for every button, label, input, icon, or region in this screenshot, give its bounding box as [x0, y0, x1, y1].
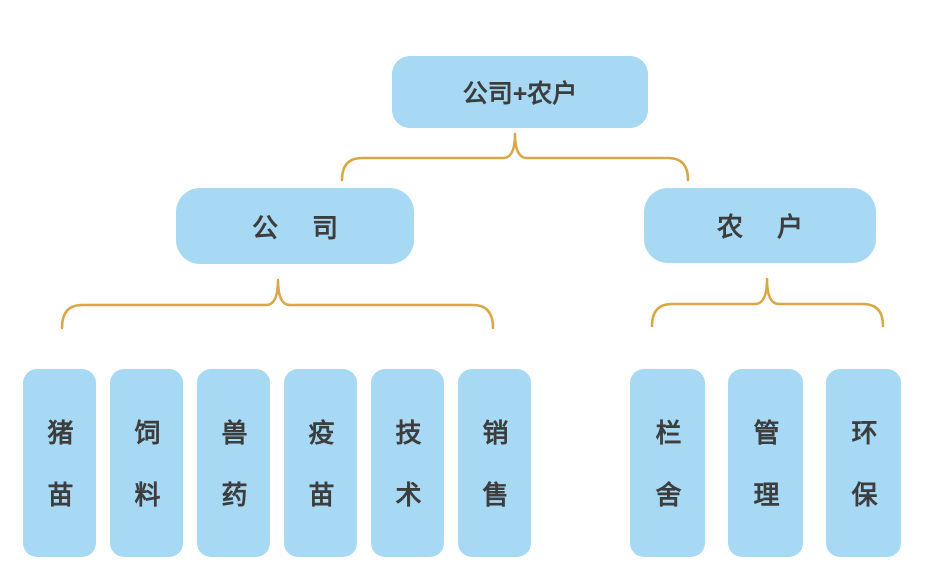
leaf-management-label: 管理 [750, 419, 780, 543]
leaf-veterinary-medicine-label: 兽药 [218, 419, 248, 543]
node-farmer-label: 农户 [716, 212, 837, 242]
company-children-group: 猪苗 饲料 兽药 疫苗 技术 销售 [23, 369, 531, 557]
leaf-feed: 饲料 [110, 369, 183, 557]
leaf-environment-label: 环保 [848, 419, 878, 543]
leaf-piglet: 猪苗 [23, 369, 96, 557]
brace-root-to-branches [340, 132, 690, 182]
node-root: 公司+农户 [392, 56, 648, 128]
leaf-pens: 栏舍 [630, 369, 705, 557]
leaf-feed-label: 饲料 [131, 419, 161, 543]
leaf-environment: 环保 [826, 369, 901, 557]
leaf-technology-label: 技术 [392, 419, 422, 543]
leaf-management: 管理 [728, 369, 803, 557]
leaf-vaccine: 疫苗 [284, 369, 357, 557]
farmer-children-group: 栏舍 管理 环保 [630, 369, 901, 557]
leaf-veterinary-medicine: 兽药 [197, 369, 270, 557]
leaf-technology: 技术 [371, 369, 444, 557]
node-farmer: 农户 [644, 188, 876, 263]
brace-company-to-children [60, 278, 495, 330]
leaf-sales: 销售 [458, 369, 531, 557]
brace-farmer-to-children [650, 277, 885, 328]
node-company-label: 公司 [251, 212, 372, 243]
node-root-label: 公司+农户 [462, 80, 578, 108]
leaf-piglet-label: 猪苗 [44, 419, 74, 543]
leaf-sales-label: 销售 [479, 419, 509, 543]
node-company: 公司 [176, 188, 414, 264]
leaf-vaccine-label: 疫苗 [305, 419, 335, 543]
leaf-pens-label: 栏舍 [652, 419, 682, 543]
